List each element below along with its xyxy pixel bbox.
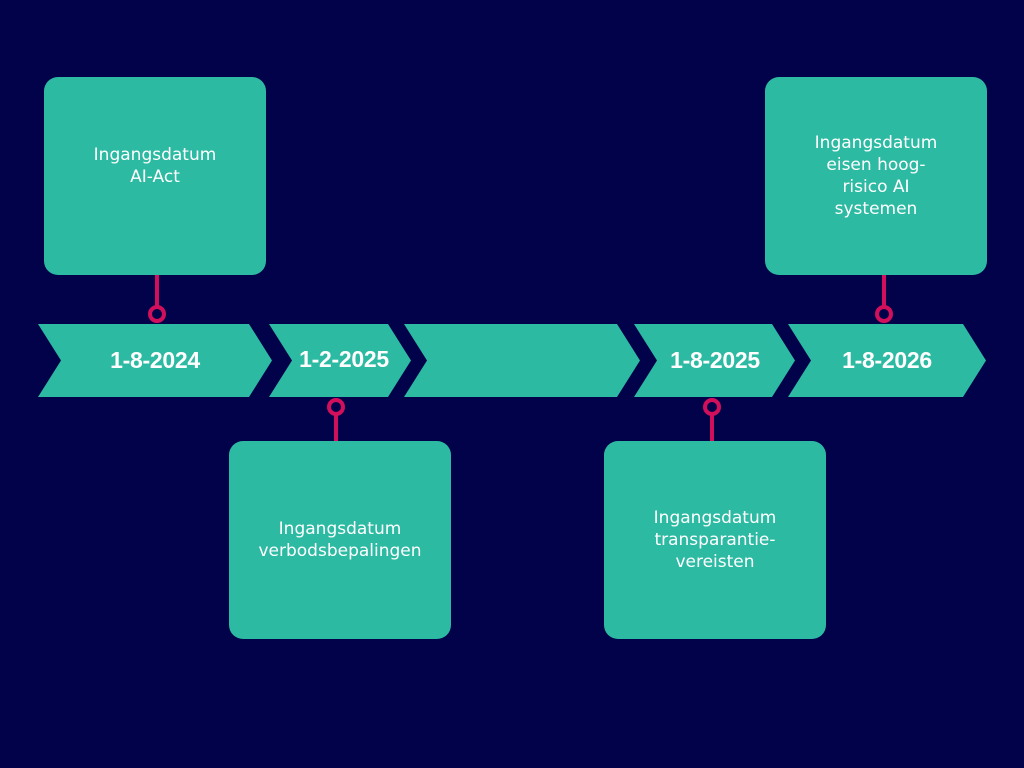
- segment-label-2: 1-2-2025: [299, 345, 389, 372]
- timeline-segment-3: [404, 324, 640, 397]
- event-text-ai-act: Ingangsdatum AI-Act: [93, 145, 217, 187]
- timeline-segment-4: [634, 324, 795, 397]
- segment-label-5: 1-8-2026: [842, 347, 932, 373]
- connector-verbodsbepalingen: [327, 398, 345, 442]
- connector-hoog-risico: [875, 274, 893, 323]
- event-text-verbodsbepalingen: Ingangsdatum verbodsbepalingen: [258, 519, 422, 561]
- segment-label-3: [416, 324, 628, 397]
- event-text-transparantie: Ingangsdatum transparantie- vereisten: [653, 508, 777, 572]
- connector-ai-act: [148, 274, 166, 323]
- event-card-verbodsbepalingen: Ingangsdatum verbodsbepalingen: [229, 441, 451, 639]
- connector-transparantie: [703, 398, 721, 442]
- timeline-segment-2: [269, 324, 411, 397]
- event-card-transparantie: Ingangsdatum transparantie- vereisten: [604, 441, 826, 639]
- segment-label-1: 1-8-2024: [110, 347, 200, 373]
- timeline-segment-5: [788, 324, 986, 397]
- timeline-segment-1: [38, 324, 272, 397]
- event-text-hoog-risico: Ingangsdatum eisen hoog- risico AI syste…: [814, 133, 938, 219]
- segment-label-4: 1-8-2025: [670, 347, 760, 373]
- event-card-ai-act: Ingangsdatum AI-Act: [44, 77, 266, 275]
- event-card-hoog-risico: Ingangsdatum eisen hoog- risico AI syste…: [765, 77, 987, 275]
